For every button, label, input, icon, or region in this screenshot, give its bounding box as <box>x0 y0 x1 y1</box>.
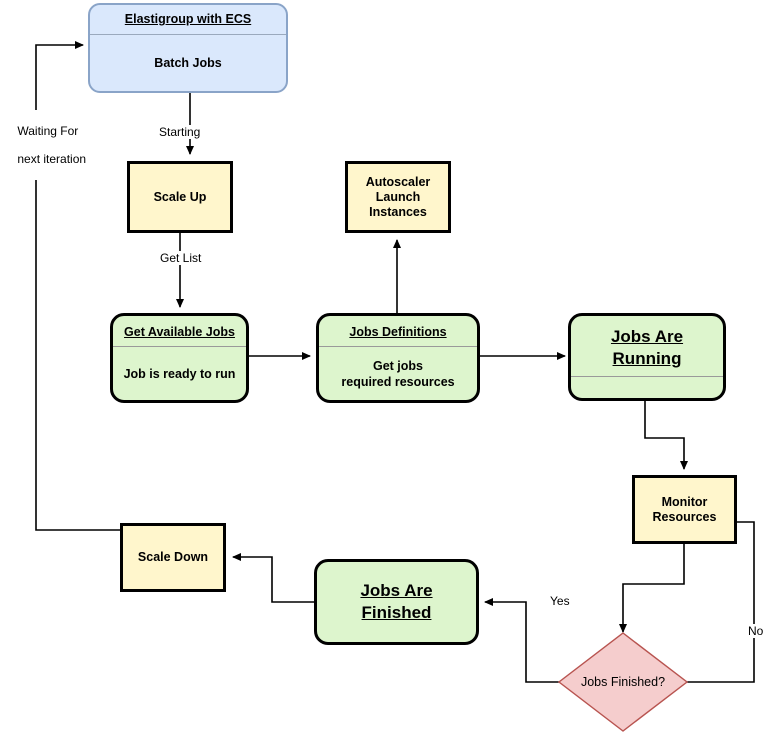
jobs-are-running-title-line-2: Running <box>612 349 682 368</box>
node-autoscaler-launch-instances[interactable]: Autoscaler Launch Instances <box>345 161 451 233</box>
jobs-definitions-body-line-2: required resources <box>341 374 455 389</box>
edge-label-waiting-for-next-iteration: Waiting For next iteration <box>2 110 89 180</box>
elastigroup-title: Elastigroup with ECS <box>124 12 252 26</box>
node-scale-up[interactable]: Scale Up <box>127 161 233 233</box>
edge-label-no: No <box>746 624 766 638</box>
edge-decision-yes-to-jobsfinished <box>484 598 560 683</box>
scale-up-label: Scale Up <box>153 189 207 204</box>
get-available-jobs-title: Get Available Jobs <box>124 325 235 339</box>
jobs-are-running-divider <box>571 376 723 377</box>
autoscaler-line-2: Launch <box>375 189 421 204</box>
edge-label-starting: Starting <box>157 125 203 139</box>
edge-jobsfinished-to-scaledown <box>232 553 314 603</box>
edge-label-get-list: Get List <box>158 251 204 265</box>
node-jobs-finished-decision[interactable]: Jobs Finished? <box>557 632 689 732</box>
node-jobs-are-finished[interactable]: Jobs Are Finished <box>314 559 479 645</box>
edge-monitor-to-decision <box>619 544 685 633</box>
get-available-jobs-body: Job is ready to run <box>123 366 236 381</box>
scale-down-label: Scale Down <box>137 550 209 564</box>
edge-decision-no-to-monitor <box>686 518 755 683</box>
monitor-resources-line-1: Monitor <box>661 494 708 509</box>
diamond-shape <box>557 632 689 732</box>
jobs-are-running-title: Jobs Are Running <box>611 316 683 370</box>
jobs-are-finished-title-line-2: Finished <box>361 603 432 622</box>
node-get-available-jobs[interactable]: Get Available Jobs Job is ready to run <box>110 313 249 403</box>
elastigroup-divider <box>90 34 286 35</box>
waiting-label-line-1: Waiting For <box>17 124 79 138</box>
edge-scaledown-to-elastigroup <box>35 41 120 531</box>
jobs-are-running-body <box>571 377 723 398</box>
monitor-resources-line-2: Resources <box>652 509 717 524</box>
jobs-finished-decision-label: Jobs Finished? <box>580 675 666 689</box>
node-elastigroup-with-ecs[interactable]: Elastigroup with ECS Batch Jobs <box>88 3 288 93</box>
autoscaler-line-1: Autoscaler <box>365 174 431 189</box>
node-scale-down[interactable]: Scale Down <box>120 523 226 592</box>
waiting-label-line-2: next iteration <box>17 152 87 166</box>
node-jobs-definitions[interactable]: Jobs Definitions Get jobs required resou… <box>316 313 480 403</box>
autoscaler-line-3: Instances <box>369 204 427 219</box>
node-monitor-resources[interactable]: Monitor Resources <box>632 475 737 544</box>
node-jobs-are-running[interactable]: Jobs Are Running <box>568 313 726 401</box>
get-available-jobs-divider <box>113 346 246 347</box>
jobs-definitions-body-line-1: Get jobs <box>372 358 423 373</box>
jobs-are-finished-title: Jobs Are Finished <box>360 580 432 624</box>
edge-label-yes: Yes <box>548 594 572 608</box>
jobs-definitions-body: Get jobs required resources <box>319 347 477 400</box>
edge-jobsrunning-to-monitor <box>644 401 688 470</box>
jobs-definitions-title: Jobs Definitions <box>349 325 447 339</box>
jobs-definitions-divider <box>319 346 477 347</box>
elastigroup-body: Batch Jobs <box>154 56 222 70</box>
jobs-are-finished-title-line-1: Jobs Are <box>360 581 433 600</box>
jobs-are-running-title-line-1: Jobs Are <box>610 327 684 346</box>
